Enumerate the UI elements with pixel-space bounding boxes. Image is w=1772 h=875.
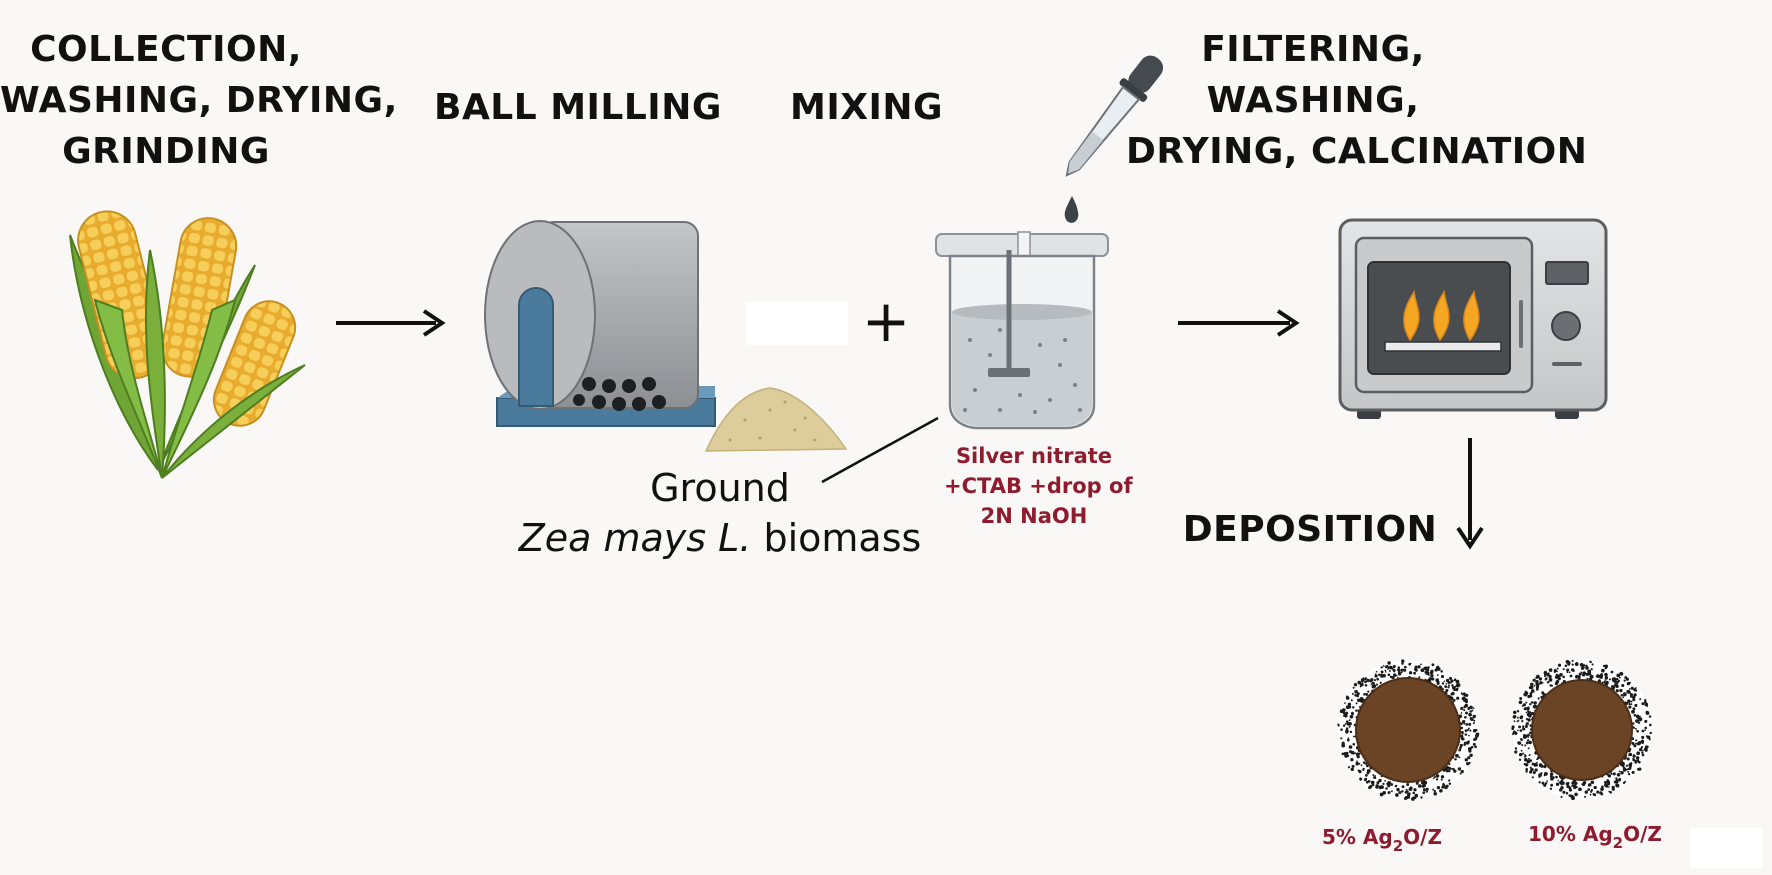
ball-mill-icon (484, 220, 716, 427)
collection-title-line: WASHING, DRYING, (0, 80, 398, 121)
dropper-icon (1064, 55, 1164, 223)
nanoparticle-icon (1511, 659, 1652, 801)
biomass-caption-line1: Ground (650, 466, 790, 510)
arrow-down-icon (1456, 438, 1484, 550)
biomass-caption: Ground Zea mays L. biomass (510, 463, 930, 563)
plus-sign: + (862, 287, 911, 355)
collection-title-line: GRINDING (62, 131, 270, 172)
reagent-line: +CTAB +drop of (944, 474, 1133, 498)
powder-pile-icon (704, 387, 848, 452)
nanoparticle-icon (1337, 659, 1480, 801)
ball-milling-title-line: BALL MILLING (434, 87, 722, 128)
beaker-icon (935, 231, 1109, 430)
sample-label-10pct: 10% Ag2O/Z (1528, 822, 1662, 852)
sample-label-5pct: 5% Ag2O/Z (1322, 825, 1442, 855)
pointer-line (821, 416, 939, 484)
biomass-caption-line2: Zea mays L. biomass (510, 513, 930, 563)
mixing-title-line: MIXING (790, 87, 944, 128)
species-name: Zea mays L. (518, 516, 752, 560)
sample-rest: O/Z (1623, 822, 1662, 846)
deposition-title-line: DEPOSITION (1182, 509, 1438, 550)
sample-subscript: 2 (1392, 837, 1404, 855)
reagent-line: Silver nitrate (955, 444, 1113, 468)
arrow-icon (1178, 309, 1300, 337)
blank-box (1690, 828, 1762, 868)
sample-pct: 5% Ag (1322, 825, 1393, 849)
sample-pct: 10% Ag (1528, 822, 1613, 846)
step-title-collection: COLLECTION, WASHING, DRYING, GRINDING (0, 24, 398, 177)
step-title-mixing: MIXING (790, 82, 944, 133)
reagent-line: 2N NaOH (980, 504, 1088, 528)
sample-rest: O/Z (1403, 825, 1442, 849)
corn-icon (69, 210, 306, 479)
blank-box (746, 302, 848, 345)
step-title-deposition: DEPOSITION (1180, 504, 1440, 555)
step-title-ball-milling: BALL MILLING (434, 82, 722, 133)
arrow-icon (336, 309, 446, 337)
collection-title-line: COLLECTION, (30, 29, 302, 70)
sample-subscript: 2 (1612, 834, 1624, 852)
filtering-title-line: WASHING, (1206, 80, 1420, 121)
microwave-oven-icon (1338, 218, 1608, 419)
biomass-word: biomass (751, 516, 922, 560)
filtering-title-line: FILTERING, (1201, 29, 1425, 70)
reagent-label: Silver nitrate +CTAB +drop of 2N NaOH (944, 441, 1133, 531)
